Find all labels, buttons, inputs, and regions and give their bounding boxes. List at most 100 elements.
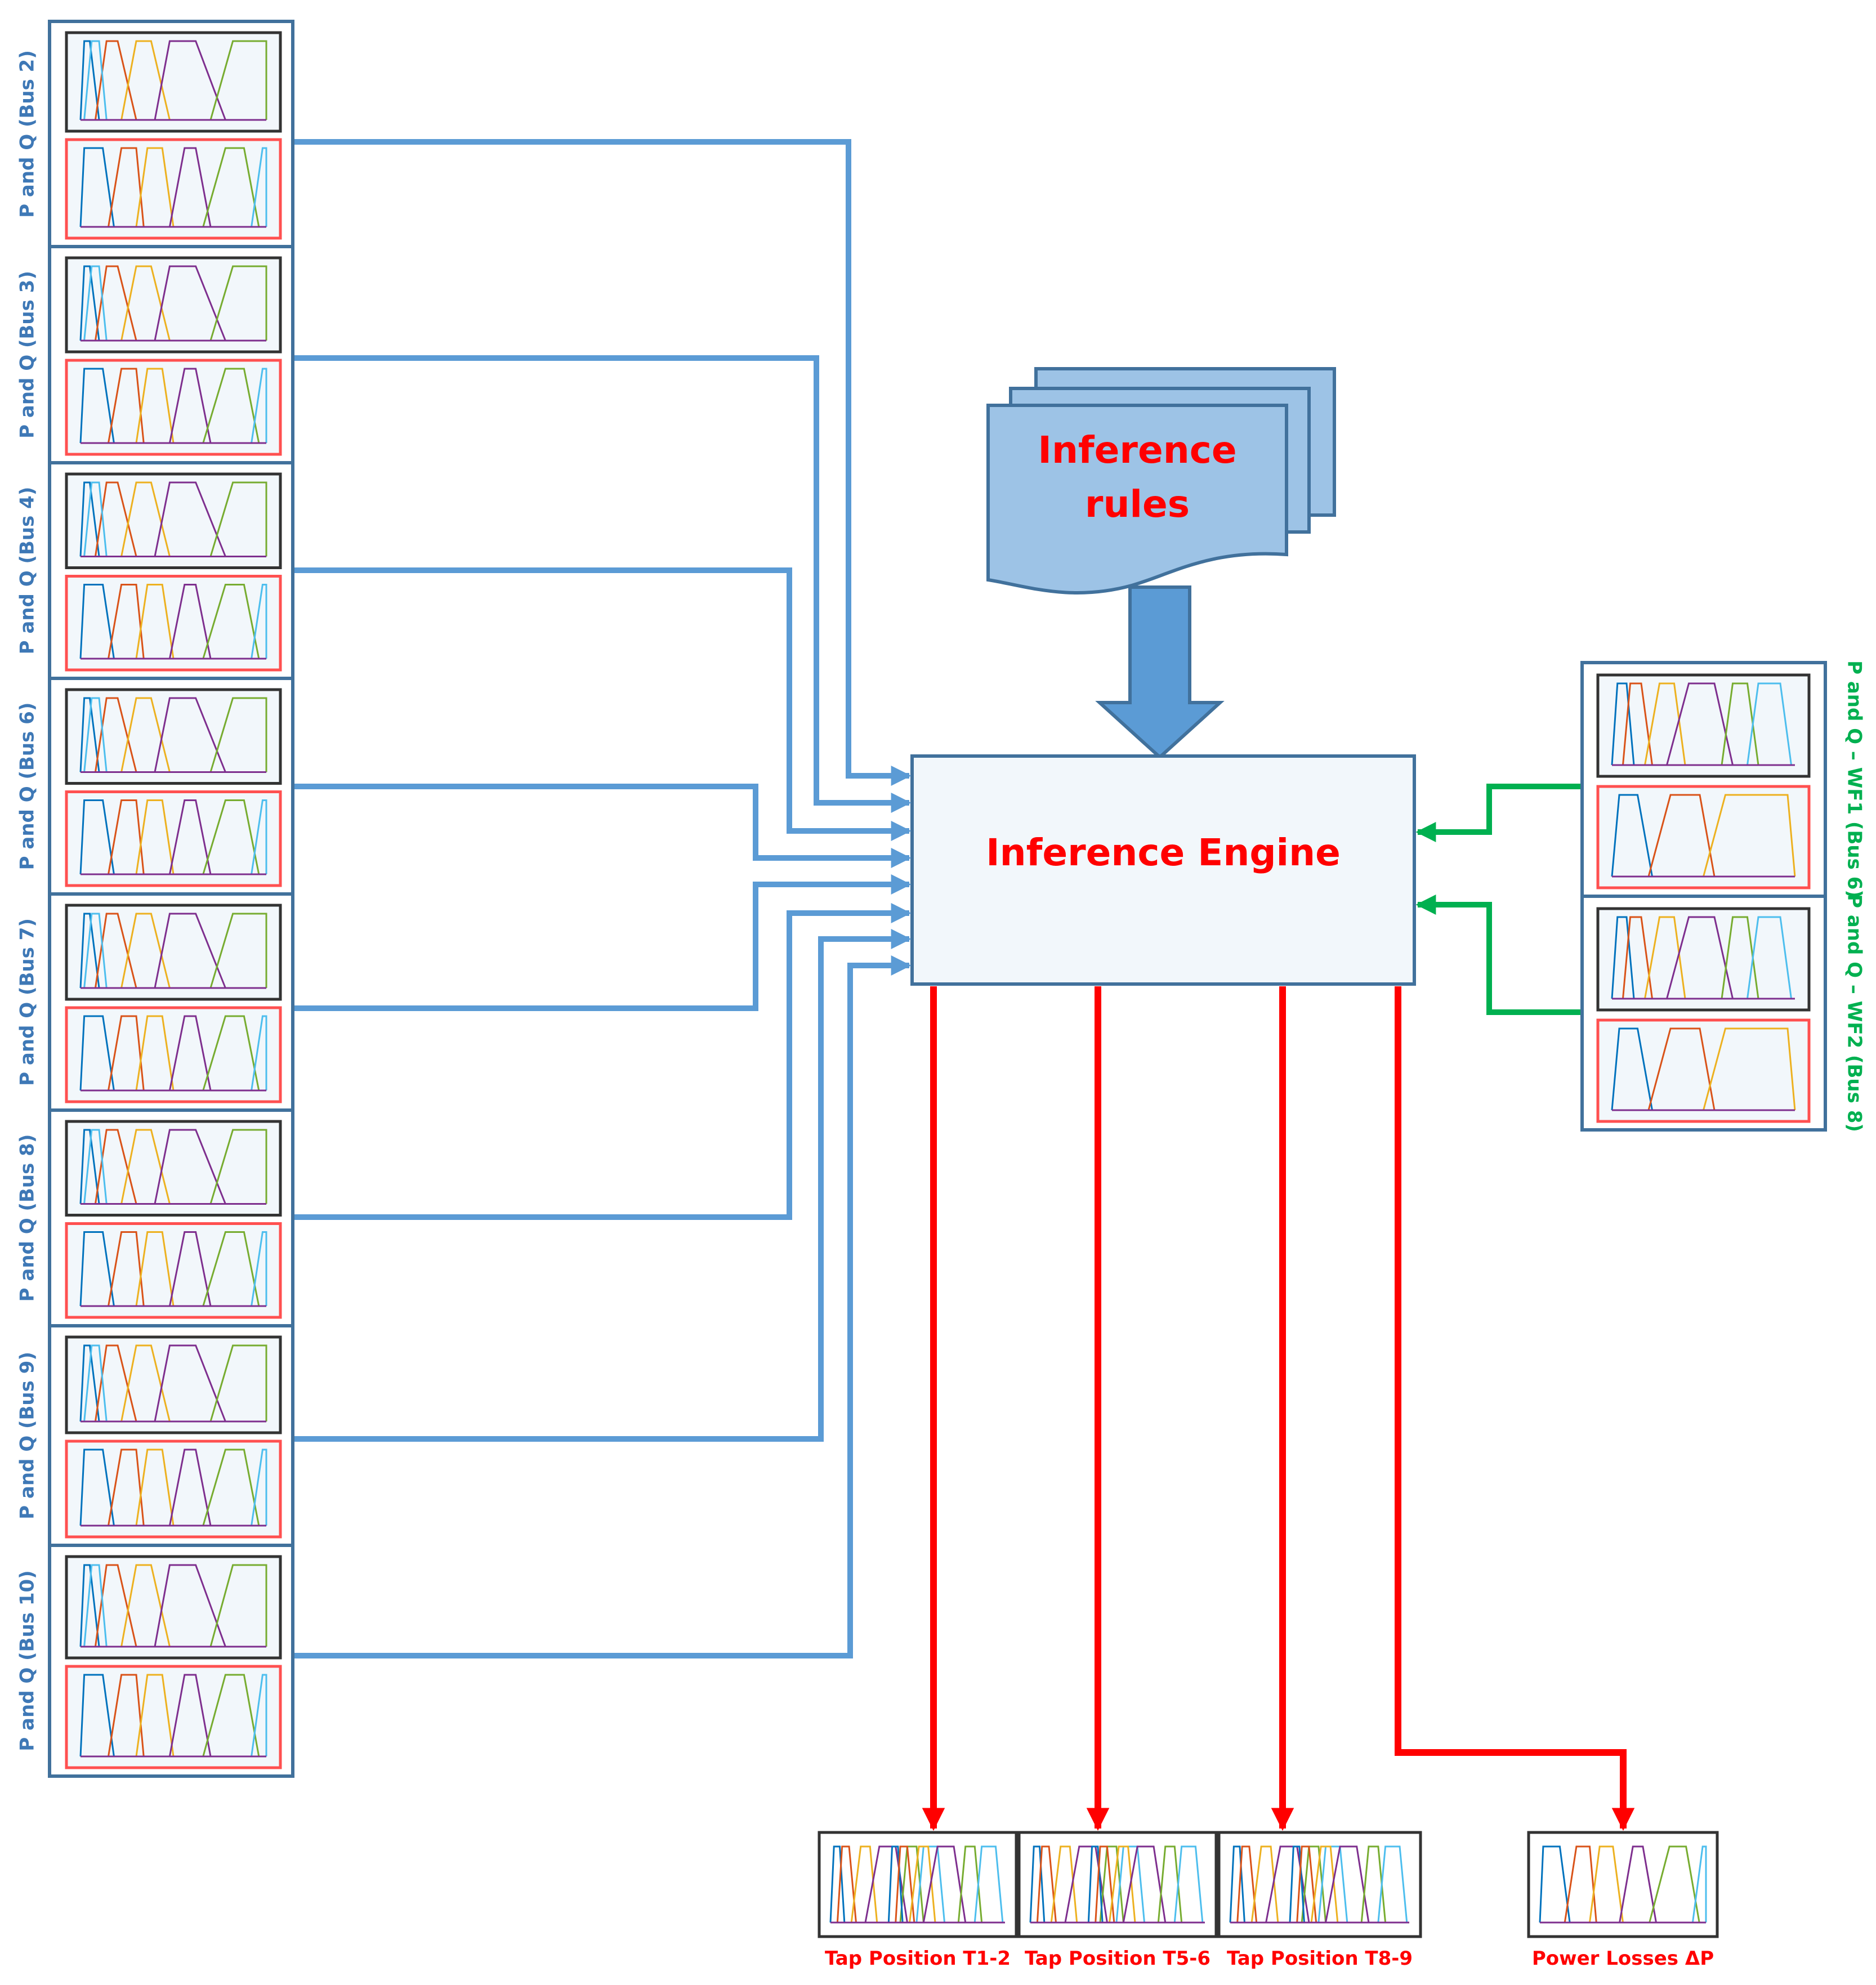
membership-curve — [1173, 1845, 1204, 1923]
membership-curve — [1666, 916, 1734, 999]
membership-curve — [1109, 1845, 1136, 1923]
membership-curve — [154, 1344, 226, 1422]
rules-to-engine-arrow — [1095, 585, 1225, 760]
membership-curve — [909, 1845, 936, 1923]
membership-curve — [202, 1448, 260, 1526]
membership-curve — [202, 1015, 260, 1091]
p-mf-thumbnail — [65, 1555, 282, 1660]
membership-curve — [79, 697, 100, 772]
membership-curve — [251, 584, 267, 659]
membership-curve — [202, 1231, 260, 1307]
membership-curve — [1087, 1845, 1104, 1923]
output-panel: Tap Position T1-2 — [818, 1831, 1018, 1970]
membership-curve — [864, 1845, 908, 1923]
input-panel: P and Q (Bus 6) — [16, 677, 294, 896]
input-panel: P and Q (Bus 9) — [16, 1324, 294, 1547]
membership-curve — [1310, 1845, 1339, 1923]
p-mf-thumbnail — [65, 688, 282, 785]
membership-curve — [83, 481, 108, 557]
membership-curve — [202, 584, 260, 659]
membership-curve — [251, 368, 267, 444]
membership-curve — [154, 1129, 226, 1205]
input-panel-label: P and Q (Bus 6) — [16, 703, 39, 870]
input-panel: P and Q (Bus 10) — [16, 1544, 294, 1778]
connector-wf2 — [1415, 895, 1582, 1015]
membership-curve — [209, 697, 267, 772]
membership-curve — [850, 1845, 878, 1923]
membership-curve — [1115, 1845, 1146, 1923]
membership-curve — [154, 913, 226, 989]
inference-engine-box — [910, 754, 1416, 986]
membership-curve — [120, 697, 171, 772]
input-panel-label: P and Q (Bus 2) — [16, 50, 39, 218]
membership-curve — [120, 1129, 171, 1204]
membership-curve — [79, 799, 115, 875]
membership-curve — [1122, 1845, 1167, 1923]
membership-curve — [251, 1231, 267, 1307]
membership-curve — [83, 913, 108, 989]
membership-curve — [209, 1344, 267, 1422]
input-panel-label: P and Q (Bus 10) — [16, 1570, 39, 1751]
membership-curve — [202, 1674, 260, 1757]
membership-curve — [79, 265, 100, 341]
membership-curve — [135, 1448, 175, 1526]
p-mf-thumbnail — [65, 1335, 282, 1434]
input-panel-label: P and Q (Bus 7) — [16, 918, 39, 1086]
membership-curve — [1647, 1027, 1716, 1111]
membership-curve — [94, 1129, 137, 1204]
membership-curve — [1611, 682, 1635, 766]
wind-farm-panel: P and Q – WF2 (Bus 8) — [1580, 894, 1866, 1132]
membership-curve — [135, 1231, 175, 1307]
membership-curve — [79, 1015, 115, 1091]
membership-curve — [1325, 1845, 1370, 1923]
membership-curve — [1250, 1845, 1279, 1923]
membership-curve — [120, 913, 171, 989]
connector-bus-8 — [294, 903, 912, 1220]
membership-curve — [83, 1564, 108, 1647]
membership-curve — [168, 1231, 212, 1307]
membership-curve — [209, 1564, 267, 1647]
membership-curve — [108, 584, 145, 659]
membership-curve — [79, 584, 115, 659]
inference-rules: Inference rules — [986, 367, 1336, 594]
membership-curve — [79, 1674, 115, 1757]
membership-curve — [209, 481, 267, 557]
rules-page-front — [986, 404, 1288, 594]
q-mf-thumbnail — [65, 359, 282, 456]
membership-curve — [108, 1448, 145, 1526]
membership-curve — [1747, 682, 1792, 766]
membership-curve — [94, 1564, 137, 1647]
membership-curve — [1539, 1845, 1571, 1923]
q-mf-thumbnail — [1596, 785, 1811, 889]
membership-curve — [1064, 1845, 1108, 1923]
membership-curve — [1317, 1845, 1348, 1923]
q-mf-thumbnail — [65, 790, 282, 887]
membership-curve — [202, 368, 260, 444]
q-mf-thumbnail — [65, 575, 282, 672]
input-panel: P and Q (Bus 4) — [16, 461, 294, 680]
membership-curve — [83, 1129, 108, 1204]
membership-curve — [135, 799, 175, 875]
output-panel: Tap Position T8-9 — [1217, 1831, 1422, 1970]
membership-curve — [135, 1674, 175, 1757]
q-mf-thumbnail — [65, 1665, 282, 1769]
input-panel: P and Q (Bus 3) — [16, 245, 294, 464]
inference-engine-label: Inference Engine — [986, 831, 1341, 874]
output-label: Power Losses ΔP — [1532, 1947, 1714, 1970]
input-panel-label: P and Q (Bus 4) — [16, 487, 39, 655]
membership-curve — [79, 40, 100, 120]
membership-curve — [79, 1231, 115, 1307]
membership-curve — [1691, 1845, 1707, 1923]
membership-curve — [887, 1845, 904, 1923]
membership-curve — [829, 1845, 846, 1923]
wind-farm-panel-label: P and Q – WF1 (Bus 6) — [1843, 660, 1866, 898]
membership-curve — [135, 368, 175, 444]
membership-curve — [1236, 1845, 1258, 1923]
membership-curve — [108, 1674, 145, 1757]
membership-curve — [168, 147, 212, 227]
rules-title-line1: Inference — [1038, 428, 1236, 472]
q-mf-thumbnail — [65, 1222, 282, 1319]
membership-curve — [251, 1015, 267, 1091]
